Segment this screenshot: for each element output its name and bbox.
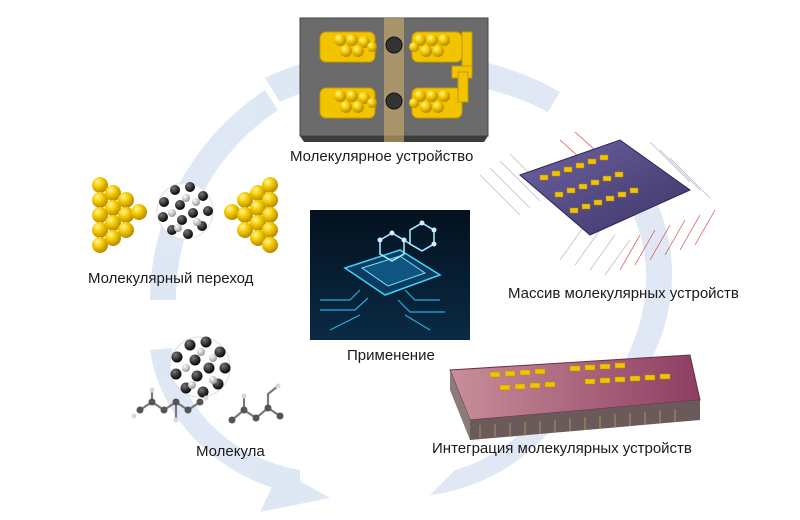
label-molecular-array: Массив молекулярных устройств (508, 285, 739, 302)
device-molecule-bottom (385, 92, 403, 110)
junction-right-electrode (224, 177, 278, 253)
device-molecule-top (385, 36, 403, 54)
molecular-junction-illustration (92, 177, 278, 253)
application-chip-illustration (310, 210, 470, 340)
junction-left-electrode (92, 177, 147, 253)
label-integration: Интеграция молекулярных устройств (432, 440, 692, 457)
label-molecular-junction: Молекулярный переход (88, 270, 254, 287)
integration-device-grid (489, 362, 671, 391)
label-application: Применение (347, 347, 435, 364)
junction-fullerene (156, 182, 214, 240)
device-electrode-spheres (334, 34, 450, 113)
label-molecule: Молекула (196, 443, 265, 460)
integration-illustration (449, 354, 701, 440)
label-molecular-device: Молекулярное устройство (290, 148, 474, 165)
molecular-device-illustration (299, 17, 489, 142)
molecular-array-illustration (479, 131, 716, 276)
molecule-fullerene (169, 336, 231, 398)
molecule-illustration (131, 336, 284, 424)
